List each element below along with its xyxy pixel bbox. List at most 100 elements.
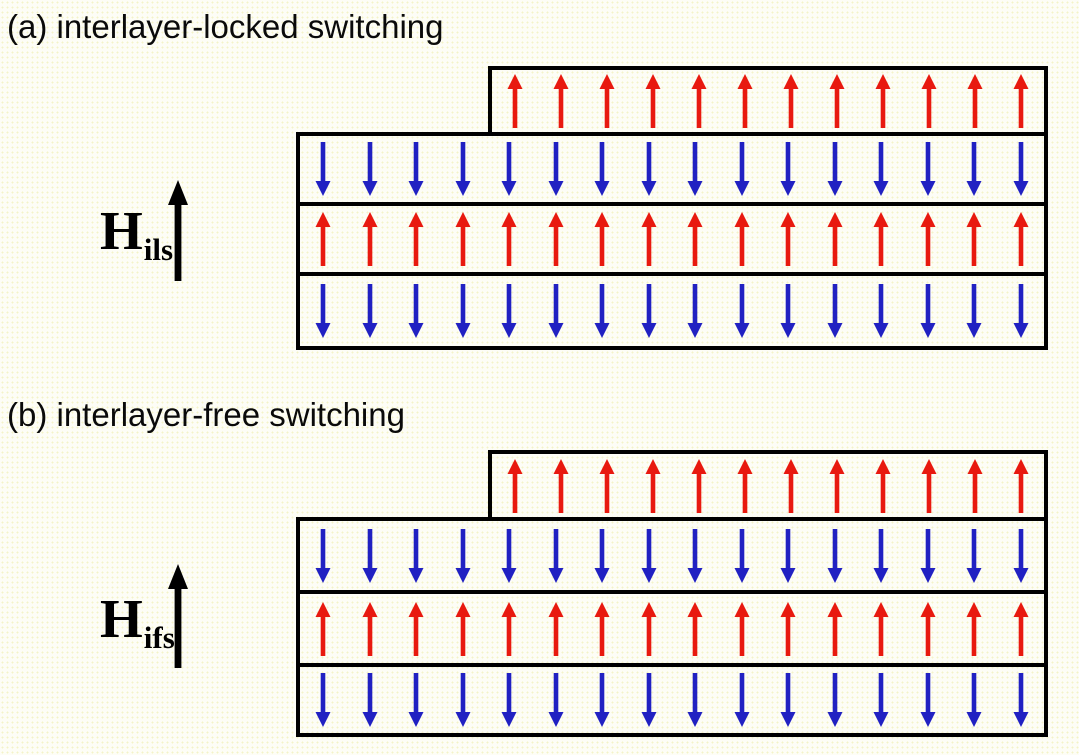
- spin-down-arrow-icon: [734, 673, 750, 727]
- spin-down-arrow-icon: [455, 528, 471, 583]
- spin-down-arrow-icon: [455, 284, 471, 338]
- spin-up-arrow-icon: [780, 601, 796, 656]
- spin-up-arrow-icon: [315, 601, 331, 656]
- spin-up-arrow-icon: [1013, 212, 1029, 266]
- spin-up-arrow-icon: [829, 458, 845, 513]
- field-label: Hifs: [100, 588, 175, 653]
- spin-up-arrow-icon: [645, 458, 661, 513]
- spin-down-arrow-icon: [362, 673, 378, 727]
- spin-down-arrow-icon: [455, 673, 471, 727]
- spin-down-arrow-icon: [641, 142, 657, 196]
- field-subscript: ifs: [143, 620, 175, 655]
- panel-a-layer-1-top: [488, 66, 1048, 136]
- spin-up-arrow-icon: [315, 212, 331, 266]
- spin-up-arrow-icon: [783, 74, 799, 128]
- spin-up-arrow-icon: [362, 601, 378, 656]
- spin-down-arrow-icon: [827, 673, 843, 727]
- field-label: Hils: [100, 200, 173, 265]
- spin-up-arrow-icon: [1013, 601, 1029, 656]
- spin-up-arrow-icon: [920, 212, 936, 266]
- spin-up-arrow-icon: [455, 212, 471, 266]
- spin-down-arrow-icon: [827, 142, 843, 196]
- spin-down-arrow-icon: [362, 284, 378, 338]
- spin-down-arrow-icon: [594, 528, 610, 583]
- spin-up-arrow-icon: [780, 212, 796, 266]
- spin-down-arrow-icon: [687, 142, 703, 196]
- spin-down-arrow-icon: [594, 673, 610, 727]
- spin-down-arrow-icon: [966, 142, 982, 196]
- panel-a-layer-2: [296, 132, 1048, 206]
- spin-down-arrow-icon: [408, 142, 424, 196]
- spin-down-arrow-icon: [362, 142, 378, 196]
- spin-up-arrow-icon: [691, 74, 707, 128]
- spin-down-arrow-icon: [548, 142, 564, 196]
- spin-down-arrow-icon: [1013, 528, 1029, 583]
- spin-down-arrow-icon: [1013, 284, 1029, 338]
- spin-down-arrow-icon: [548, 528, 564, 583]
- field-up-arrow-icon: [168, 180, 188, 281]
- spin-up-arrow-icon: [553, 74, 569, 128]
- spin-down-arrow-icon: [734, 528, 750, 583]
- spin-up-arrow-icon: [362, 212, 378, 266]
- spin-up-arrow-icon: [687, 601, 703, 656]
- spin-down-arrow-icon: [920, 284, 936, 338]
- spin-up-arrow-icon: [737, 74, 753, 128]
- spin-down-arrow-icon: [734, 284, 750, 338]
- field-symbol: H: [100, 200, 143, 261]
- spin-up-arrow-icon: [966, 212, 982, 266]
- spin-down-arrow-icon: [315, 673, 331, 727]
- spin-down-arrow-icon: [501, 673, 517, 727]
- spin-up-arrow-icon: [548, 601, 564, 656]
- spin-down-arrow-icon: [687, 528, 703, 583]
- spin-up-arrow-icon: [967, 74, 983, 128]
- spin-down-arrow-icon: [873, 673, 889, 727]
- spin-down-arrow-icon: [873, 142, 889, 196]
- spin-down-arrow-icon: [315, 528, 331, 583]
- spin-up-arrow-icon: [501, 601, 517, 656]
- spin-up-arrow-icon: [1013, 458, 1029, 513]
- spin-up-arrow-icon: [645, 74, 661, 128]
- spin-down-arrow-icon: [641, 528, 657, 583]
- panel-a-layer-3: [296, 202, 1048, 276]
- spin-up-arrow-icon: [875, 458, 891, 513]
- spin-down-arrow-icon: [966, 528, 982, 583]
- spin-down-arrow-icon: [780, 528, 796, 583]
- spin-up-arrow-icon: [829, 74, 845, 128]
- spin-up-arrow-icon: [641, 212, 657, 266]
- field-symbol: H: [100, 588, 143, 649]
- spin-up-arrow-icon: [507, 74, 523, 128]
- spin-down-arrow-icon: [548, 284, 564, 338]
- spin-down-arrow-icon: [1013, 142, 1029, 196]
- spin-down-arrow-icon: [501, 142, 517, 196]
- spin-up-arrow-icon: [921, 74, 937, 128]
- spin-down-arrow-icon: [408, 673, 424, 727]
- spin-up-arrow-icon: [783, 458, 799, 513]
- panel-b-title: (b) interlayer-free switching: [7, 396, 405, 433]
- spin-down-arrow-icon: [315, 142, 331, 196]
- spin-down-arrow-icon: [966, 284, 982, 338]
- spin-up-arrow-icon: [501, 212, 517, 266]
- spin-up-arrow-icon: [921, 458, 937, 513]
- spin-down-arrow-icon: [594, 142, 610, 196]
- panel-b-layer-2: [296, 517, 1048, 594]
- spin-down-arrow-icon: [362, 528, 378, 583]
- spin-down-arrow-icon: [873, 284, 889, 338]
- panel-a-title: (a) interlayer-locked switching: [7, 8, 444, 45]
- spin-up-arrow-icon: [687, 212, 703, 266]
- panel-a-layer-4-bottom: [296, 272, 1048, 350]
- spin-down-arrow-icon: [548, 673, 564, 727]
- spin-up-arrow-icon: [737, 458, 753, 513]
- spin-down-arrow-icon: [920, 528, 936, 583]
- spin-down-arrow-icon: [873, 528, 889, 583]
- spin-down-arrow-icon: [780, 284, 796, 338]
- spin-up-arrow-icon: [873, 601, 889, 656]
- spin-down-arrow-icon: [734, 142, 750, 196]
- field-subscript: ils: [143, 232, 174, 267]
- spin-down-arrow-icon: [455, 142, 471, 196]
- spin-down-arrow-icon: [408, 284, 424, 338]
- spin-down-arrow-icon: [408, 528, 424, 583]
- spin-up-arrow-icon: [408, 212, 424, 266]
- spin-up-arrow-icon: [408, 601, 424, 656]
- spin-down-arrow-icon: [966, 673, 982, 727]
- spin-down-arrow-icon: [687, 284, 703, 338]
